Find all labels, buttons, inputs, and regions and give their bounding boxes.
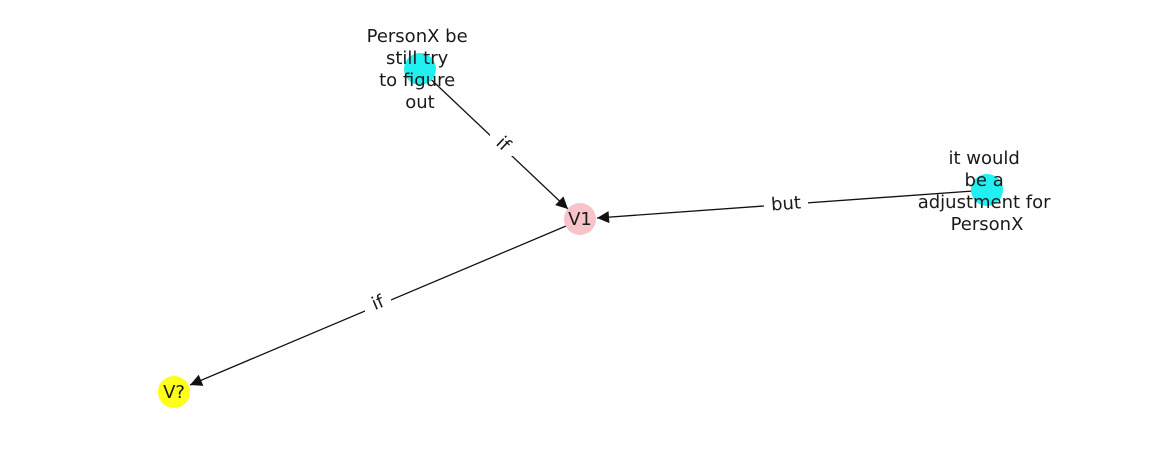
edge-n1-v1: if	[419, 68, 569, 210]
node-circle	[158, 376, 190, 408]
node-v1: V1	[564, 203, 596, 235]
edge-n2-v1: but	[596, 189, 988, 224]
node-circle	[404, 53, 436, 85]
edge-v1-vq: if	[189, 225, 567, 386]
node-adjustment-for-personx: it would be a adjustment for PersonX	[918, 148, 1057, 235]
edge-label-but: but	[770, 192, 801, 215]
node-personx-still-try: PersonX be still try to figure out	[367, 26, 474, 113]
node-label: it would be a adjustment for PersonX	[918, 148, 1057, 235]
node-circle	[971, 174, 1003, 206]
node-v-unknown: V?	[158, 376, 190, 408]
node-label: PersonX be still try to figure out	[367, 26, 474, 113]
node-circle	[564, 203, 596, 235]
node-label: V?	[163, 382, 185, 403]
node-label: V1	[568, 209, 592, 230]
